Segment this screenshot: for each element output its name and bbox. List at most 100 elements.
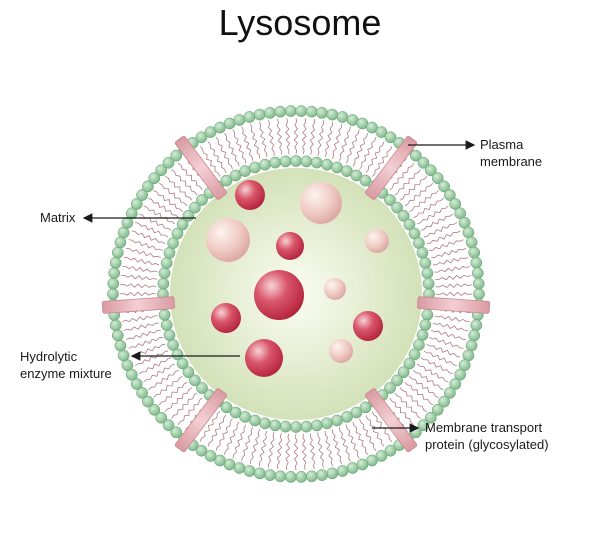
phospholipid-head [176,218,189,231]
lipid-tail [413,197,444,219]
lipid-tail [268,120,275,156]
phospholipid-head [350,169,363,182]
label-hydrolytic-line1: Hydrolytic [20,349,78,364]
phospholipid-head [397,366,410,379]
lipid-tail [207,414,227,447]
phospholipid-head [204,450,217,462]
phospholipid-head [384,382,396,394]
phospholipid-head [421,308,434,321]
phospholipid-head [264,469,276,481]
label-plasma-membrane-line1: Plasma [480,137,524,152]
lipid-tail [215,136,233,170]
phospholipid-head [397,209,410,222]
phospholipid-head [189,201,201,214]
lipid-tail [268,432,275,468]
lipid-tail [324,121,333,158]
phospholipid-head [158,267,171,280]
lipid-tail [259,430,268,467]
phospholipid-head [336,111,349,123]
enzyme-granule-light [329,339,353,363]
lipid-tail [224,132,240,167]
lipid-tail [420,357,453,375]
phospholipid-head [419,319,432,331]
lipid-tail [259,121,268,158]
phospholipid-head [409,149,422,162]
lipid-tail [301,433,307,470]
lipid-tail [352,421,368,456]
membrane-transport-protein [174,388,227,453]
lipid-tail [158,182,188,207]
phospholipid-head [195,131,208,144]
lipid-tail [215,418,233,451]
phospholipid-head [473,288,485,300]
phospholipid-head [341,411,353,423]
lipid-tail [301,118,307,155]
phospholipid-head [470,256,483,269]
lipid-tail [207,141,227,173]
lipid-tail [317,120,324,156]
enzyme-granule-light [206,218,250,262]
phospholipid-head [279,420,292,433]
diagram-title: Lysosome [218,2,382,43]
lipid-tail [177,397,203,426]
lipid-tail [293,117,299,155]
phospholipid-head [109,319,122,332]
lipid-tail [432,322,469,331]
lipid-tail [122,315,158,322]
phospholipid-head [295,105,308,117]
phospholipid-head [413,237,425,249]
phospholipid-head [157,277,170,290]
label-transport: Membrane transport protein (glycosylated… [425,419,549,453]
phospholipid-head [468,329,481,342]
phospholipid-head [458,359,471,372]
phospholipid-head [136,189,148,201]
phospholipid-head [148,403,161,416]
lipid-tail [131,230,166,245]
phospholipid-head [416,329,429,341]
phospholipid-head [384,194,396,206]
phospholipid-head [403,218,416,231]
phospholipid-head [300,420,313,433]
lipid-tail [309,118,316,155]
phospholipid-head [155,164,168,177]
phospholipid-head [403,357,416,370]
label-transport-line2: protein (glycosylated) [425,437,549,452]
lipid-tail [394,392,421,419]
lipid-tail [276,118,283,155]
phospholipid-head [444,387,456,399]
phospholipid-head [408,227,421,240]
phospholipid-head [107,288,119,300]
phospholipid-head [366,121,378,134]
lipid-tail [250,123,261,159]
phospholipid-head [204,126,217,138]
phospholipid-head [108,267,121,279]
enzyme-granule-dark [276,232,304,260]
phospholipid-head [114,339,127,352]
lipid-tail [120,274,157,281]
lipid-tail [399,175,428,201]
lipid-tail [241,426,254,462]
phospholipid-head [111,329,124,342]
lipid-tail [423,222,458,238]
phospholipid-head [424,164,437,177]
lipid-tail [417,205,449,225]
label-pointers [82,140,476,433]
lipid-tail [128,239,164,252]
phospholipid-head [269,156,282,169]
lipid-tail [399,387,428,413]
lipid-tail [241,126,254,161]
phospholipid-head [321,417,333,430]
label-hydrolytic: Hydrolytic enzyme mixture [20,348,112,382]
phospholipid-head [424,411,437,424]
label-plasma-membrane-line2: membrane [480,154,543,169]
lipid-tail [285,433,291,470]
lipid-tail [431,329,467,340]
membrane-transport-protein [101,296,175,314]
lipid-tail [426,230,461,245]
lipid-tail [317,432,324,468]
phospholipid-head [220,401,233,414]
phospholipid-head [160,319,173,331]
lipid-tail [409,190,439,213]
lipid-tail [276,433,283,470]
